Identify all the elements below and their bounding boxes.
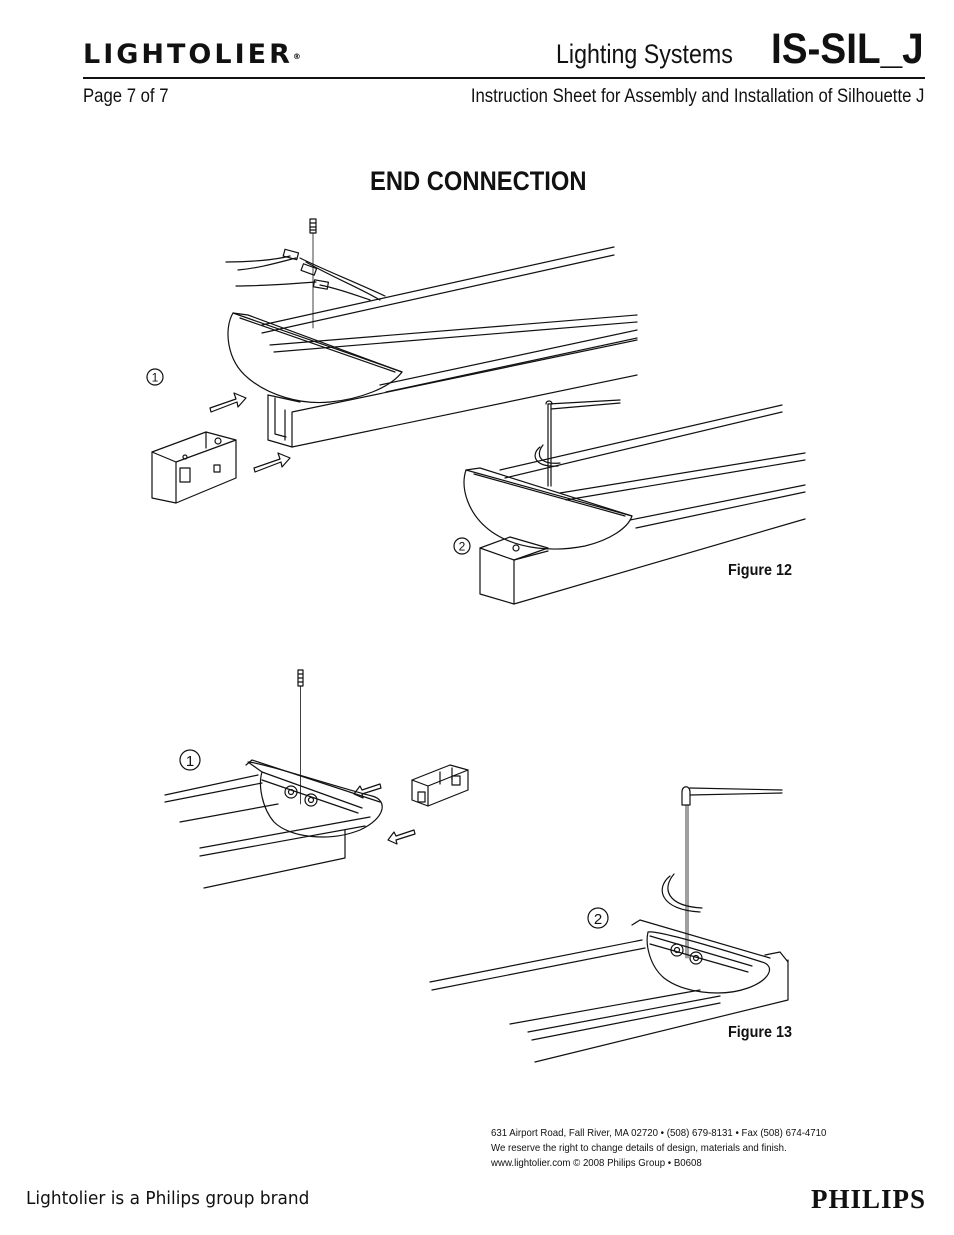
disclaimer-line: We reserve the right to change details o… <box>491 1142 787 1154</box>
figure-12-caption: Figure 12 <box>728 562 793 579</box>
fig13-step2-assembly: 2 <box>429 786 789 1063</box>
fig12-step2-marker <box>453 537 471 555</box>
page-number: Page 7 of 7 <box>83 86 169 107</box>
fig12-step1-marker <box>146 368 164 386</box>
doc-subtitle: Instruction Sheet for Assembly and Insta… <box>470 86 924 107</box>
header-rule <box>83 77 925 79</box>
section-title: END CONNECTION <box>370 166 587 196</box>
address-line: 631 Airport Road, Fall River, MA 02720 •… <box>491 1127 827 1139</box>
doc-code: IS-SIL_J <box>771 25 924 73</box>
screw-icon <box>309 218 317 329</box>
registered-mark: ® <box>292 52 301 61</box>
lightolier-logo: LIGHTOLIER® <box>83 39 301 70</box>
philips-logo: PHILIPS <box>810 1184 926 1214</box>
fig13-step1-assembly: 1 <box>164 669 469 889</box>
fig13-step2-marker <box>587 907 609 929</box>
fig13-step1-label: 1 <box>186 753 194 770</box>
system-label: Lighting Systems <box>556 39 733 69</box>
fig13-step2-label: 2 <box>594 911 602 928</box>
fig12-step2-assembly: 2 <box>453 399 806 605</box>
arrow-icon <box>353 783 416 845</box>
fig12-step2-label: 2 <box>459 540 466 554</box>
brand-line: Lightolier is a Philips group brand <box>26 1188 310 1209</box>
arrow-icon <box>209 392 291 473</box>
screw-icon <box>297 669 304 805</box>
company-address-block: 631 Airport Road, Fall River, MA 02720 •… <box>491 1126 859 1171</box>
website-copyright-line: www.lightolier.com © 2008 Philips Group … <box>491 1157 702 1169</box>
figure-12-illustration: 1 <box>146 218 806 605</box>
fig13-step1-marker <box>179 749 201 771</box>
hex-key-icon <box>545 399 621 487</box>
figure-13-illustration: 1 <box>164 669 789 1063</box>
connector-icon <box>411 764 469 807</box>
connector-icon <box>151 431 237 504</box>
fig12-step1-label: 1 <box>152 371 159 385</box>
fig12-step1-assembly: 1 <box>146 218 638 504</box>
hex-key-icon <box>681 786 783 959</box>
figure-13-caption: Figure 13 <box>728 1024 793 1041</box>
